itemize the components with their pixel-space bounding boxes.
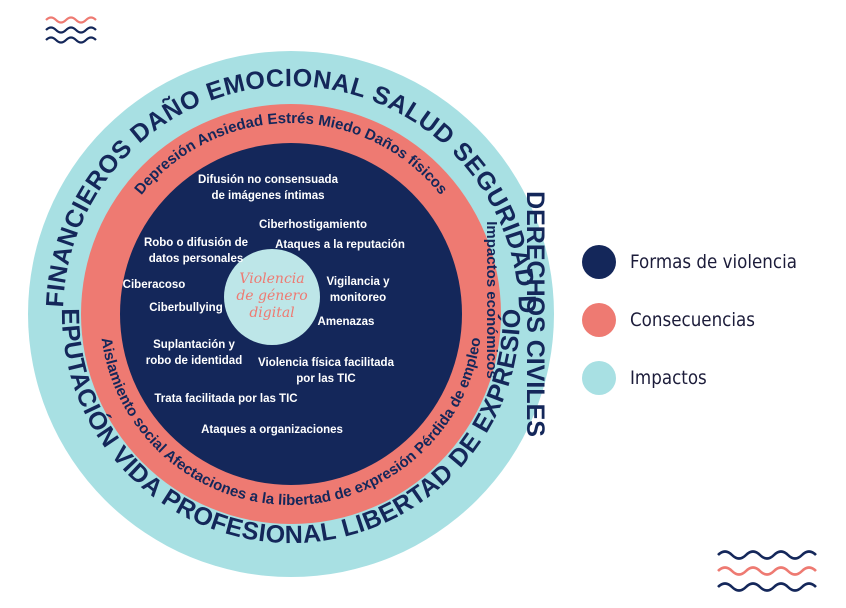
legend-dot-navy (582, 245, 616, 279)
impacts-ring-label: DERECHOS CIVILES (521, 191, 549, 437)
violence-form-label: Ciberhostigamiento (259, 219, 367, 231)
center-label-line: de género (236, 288, 307, 304)
violence-form-label: Violencia física facilitada (258, 357, 395, 369)
violence-form-label: Ciberacoso (123, 279, 186, 291)
violence-form-label: Difusión no consensuada (198, 174, 339, 186)
legend-item-consequences: Consecuencias (582, 303, 820, 337)
violence-form-label: Amenazas (318, 316, 375, 328)
violence-form-label: robo de identidad (146, 355, 242, 367)
legend: Formas de violencia Consecuencias Impact… (582, 245, 820, 420)
center-circle (224, 249, 320, 345)
legend-item-impacts: Impactos (582, 361, 820, 395)
violence-form-label: Suplantación y (153, 339, 235, 351)
violence-form-label: por las TIC (296, 373, 355, 385)
violence-form-label: datos personales (149, 253, 244, 265)
legend-label: Consecuencias (630, 309, 755, 331)
legend-label: Formas de violencia (630, 251, 797, 273)
legend-dot-teal (582, 361, 616, 395)
consequences-ring-label: Impactos económicos (483, 221, 500, 379)
legend-dot-coral (582, 303, 616, 337)
legend-item-forms: Formas de violencia (582, 245, 820, 279)
center-label-line: Violencia (239, 271, 304, 287)
violence-form-label: Vigilancia y (326, 276, 390, 288)
violence-form-label: monitoreo (330, 292, 386, 304)
violence-form-label: Trata facilitada por las TIC (154, 393, 297, 405)
violence-form-label: Ataques a organizaciones (201, 424, 343, 436)
legend-label: Impactos (630, 367, 707, 389)
center-label-line: digital (249, 305, 294, 321)
violence-form-label: Ciberbullying (149, 302, 222, 314)
wave-icon-bottom-right (717, 550, 817, 592)
violence-form-label: Ataques a la reputación (275, 239, 405, 251)
violence-form-label: de imágenes íntimas (211, 190, 324, 202)
forms-of-violence-labels: Difusión no consensuada de imágenes íntim… (123, 174, 405, 436)
violence-form-label: Robo o difusión de (144, 237, 248, 249)
wave-icon-top-left (45, 16, 97, 44)
